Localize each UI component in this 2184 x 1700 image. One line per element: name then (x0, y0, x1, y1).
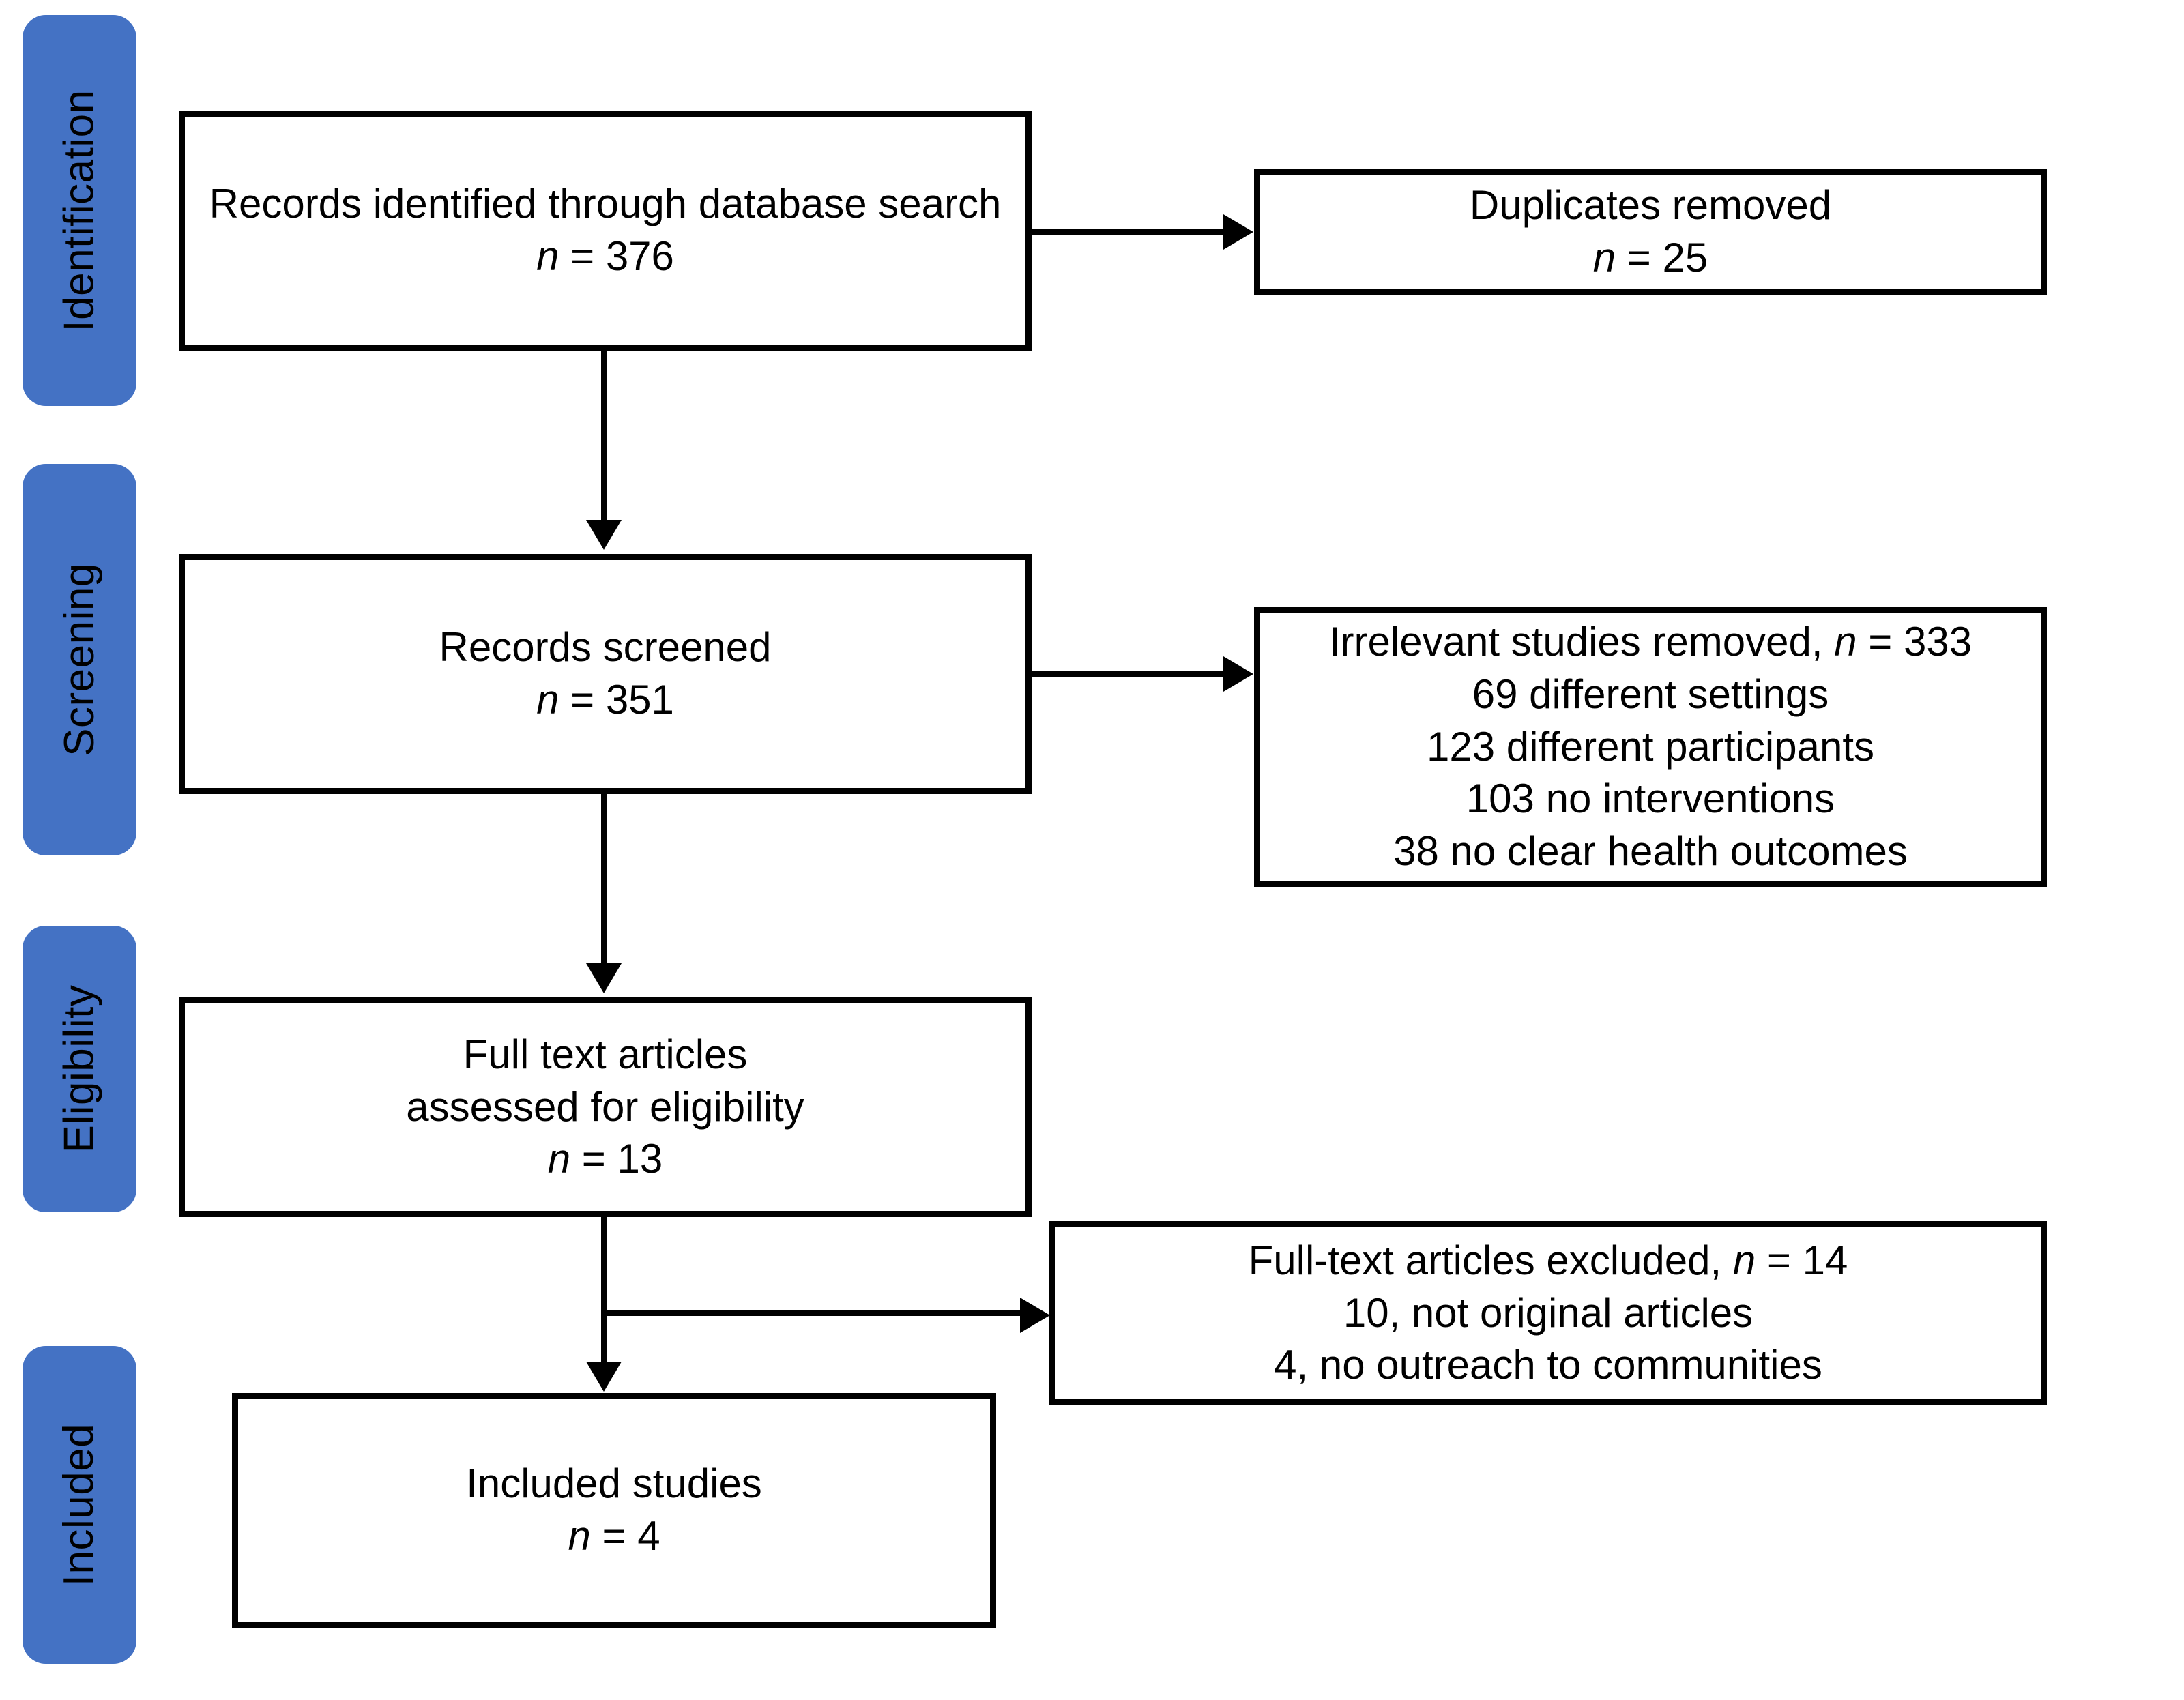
irrelevant-reason-4: 38 no clear health outcomes (1393, 828, 1908, 875)
arrowhead-to-excluded (1020, 1298, 1050, 1333)
irrelevant-reason-3: 103 no interventions (1466, 776, 1835, 822)
included-studies-count: n = 4 (568, 1510, 660, 1563)
arrowhead-to-screened (586, 520, 622, 550)
connector-fulltext-to-excluded (601, 1310, 1024, 1316)
n-value: = 376 (559, 233, 674, 279)
included-studies-text: Included studies (466, 1461, 762, 1507)
box-duplicates-removed: Duplicates removed n = 25 (1254, 169, 2047, 295)
fulltext-assessed-line1: Full text articles (463, 1031, 748, 1077)
fulltext-assessed-count: n = 13 (548, 1133, 663, 1186)
records-identified-count: n = 376 (536, 231, 674, 283)
connector-screened-to-fulltext (601, 794, 607, 966)
connector-identified-to-screened (601, 351, 607, 523)
irrelevant-reason-2: 123 different participants (1427, 723, 1874, 770)
box-irrelevant-removed: Irrelevant studies removed, n = 333 69 d… (1254, 607, 2047, 887)
connector-screened-to-irrelevant (1032, 671, 1226, 677)
n-symbol: n (568, 1513, 591, 1559)
box-records-identified: Records identified through database sear… (179, 111, 1032, 351)
n-value: = 351 (559, 677, 674, 722)
fulltext-excluded-label: Full-text articles excluded, (1248, 1237, 1733, 1283)
stage-tab-identification-label: Identification (55, 89, 103, 332)
arrowhead-to-duplicates (1223, 214, 1253, 250)
n-symbol: n (1592, 235, 1616, 280)
fulltext-excluded-heading: Full-text articles excluded, n = 14 (1249, 1235, 1848, 1287)
n-symbol: n (536, 233, 559, 279)
n-value: = 13 (570, 1136, 663, 1182)
irrelevant-reason-1: 69 different settings (1472, 671, 1829, 717)
arrowhead-to-fulltext (586, 963, 622, 993)
n-value: = 14 (1756, 1237, 1848, 1283)
irrelevant-removed-heading: Irrelevant studies removed, n = 333 (1329, 616, 1972, 669)
n-symbol: n (1834, 619, 1857, 665)
irrelevant-removed-label: Irrelevant studies removed, (1328, 619, 1835, 665)
stage-tab-screening-label: Screening (55, 563, 103, 757)
fulltext-excluded-reason-2: 4, no outreach to communities (1274, 1342, 1822, 1388)
stage-tab-included-label: Included (55, 1423, 103, 1587)
arrowhead-to-irrelevant (1223, 656, 1253, 692)
stage-tab-eligibility: Eligibility (23, 926, 136, 1212)
stage-tab-screening: Screening (23, 464, 136, 855)
duplicates-removed-text: Duplicates removed (1469, 182, 1832, 229)
box-included-studies: Included studies n = 4 (232, 1393, 996, 1628)
stage-tab-included: Included (23, 1346, 136, 1664)
box-fulltext-assessed: Full text articles assessed for eligibil… (179, 997, 1032, 1217)
stage-tab-identification: Identification (23, 15, 136, 406)
stage-tab-eligibility-label: Eligibility (55, 984, 103, 1154)
records-identified-text: Records identified through database sear… (209, 181, 1002, 227)
arrowhead-to-included (586, 1362, 622, 1392)
n-value: = 333 (1857, 619, 1972, 665)
duplicates-removed-count: n = 25 (1593, 232, 1708, 284)
n-value: = 25 (1616, 235, 1708, 280)
connector-fulltext-trunk (601, 1217, 607, 1364)
records-screened-text: Records screened (439, 624, 772, 671)
n-symbol: n (547, 1136, 571, 1182)
n-symbol: n (536, 677, 559, 722)
n-symbol: n (1732, 1237, 1756, 1283)
fulltext-assessed-line2: assessed for eligibility (406, 1083, 804, 1130)
fulltext-excluded-reason-1: 10, not original articles (1343, 1289, 1753, 1336)
box-records-screened: Records screened n = 351 (179, 554, 1032, 794)
connector-identified-to-duplicates (1032, 229, 1226, 235)
records-screened-count: n = 351 (536, 674, 674, 727)
box-fulltext-excluded: Full-text articles excluded, n = 14 10, … (1049, 1221, 2047, 1405)
n-value: = 4 (590, 1513, 660, 1559)
